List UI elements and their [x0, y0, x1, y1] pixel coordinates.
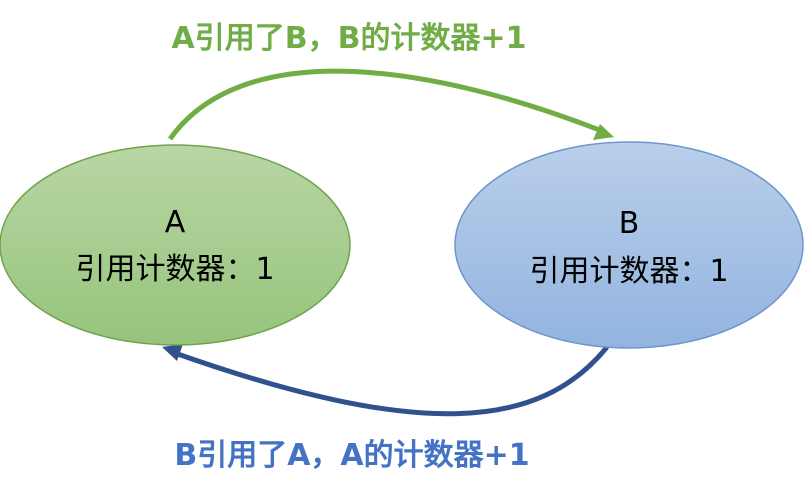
node-b-ellipse — [454, 141, 804, 349]
arrow-b-to-a-head — [162, 344, 183, 361]
node-a-name: A — [165, 205, 186, 240]
node-a: A 引用计数器：1 — [0, 144, 351, 346]
node-a-counter: 引用计数器：1 — [75, 252, 274, 287]
edge-label-a-to-b: A引用了B，B的计数器+1 — [172, 21, 527, 56]
arrow-a-to-b — [167, 68, 614, 141]
arrow-b-to-a — [162, 344, 609, 417]
node-b: B 引用计数器：1 — [454, 141, 804, 349]
arrow-a-to-b-line — [167, 68, 603, 141]
arrow-a-to-b-head — [593, 124, 614, 140]
arrow-b-to-a-line — [171, 345, 609, 417]
node-b-name: B — [619, 206, 640, 241]
node-a-ellipse — [0, 144, 351, 346]
node-b-counter: 引用计数器：1 — [529, 254, 728, 289]
edge-label-b-to-a: B引用了A，A的计数器+1 — [174, 438, 529, 473]
